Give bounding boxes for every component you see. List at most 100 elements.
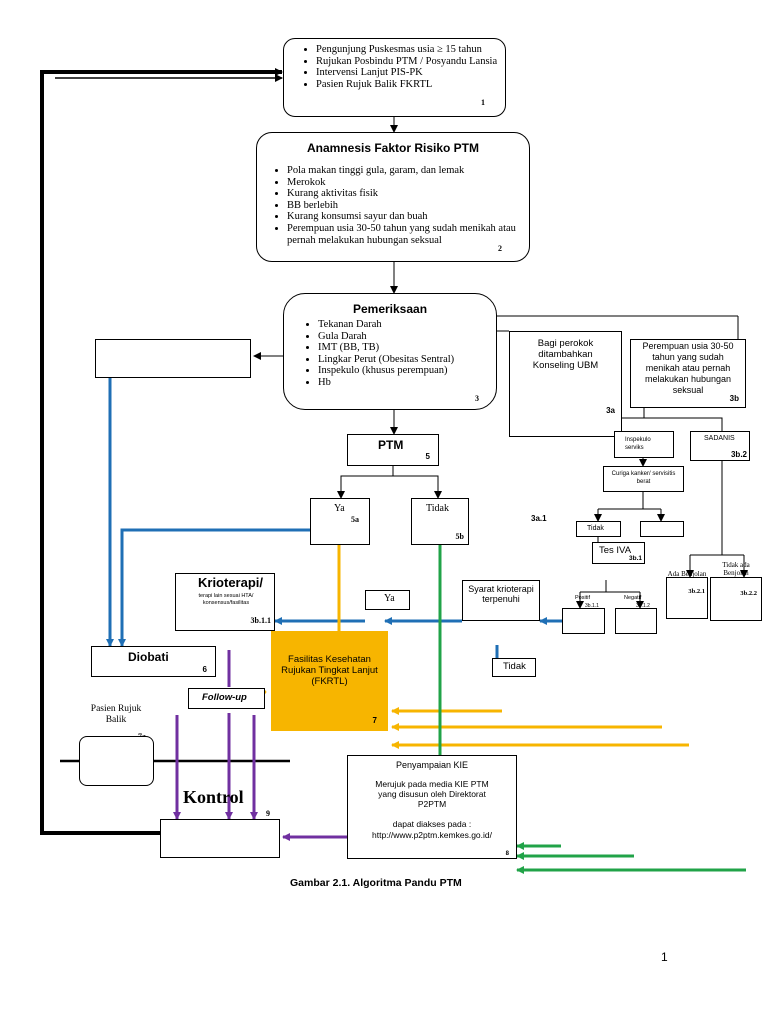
diobati-label: Diobati: [128, 650, 169, 664]
kie-access-label: dapat diakses pada :: [392, 819, 472, 829]
list-item: Pasien Rujuk Balik FKRTL: [316, 79, 505, 91]
list-item: Pengunjung Puskesmas usia ≥ 15 tahun: [316, 44, 505, 56]
kontrol-title: Kontrol: [183, 787, 244, 807]
ptm-no-label: Tidak: [426, 503, 449, 514]
green-arrows: [436, 545, 746, 874]
box-iva-positive: Positif 3b.1.1: [562, 595, 605, 634]
list-item: Hb: [318, 377, 496, 389]
list-item: Intervensi Lanjut PIS-PK: [316, 67, 505, 79]
step-number: 9: [266, 809, 270, 818]
step-number: 5: [425, 452, 430, 461]
tes-iva-label: Tes IVA: [599, 545, 632, 556]
label-3a1: 3a.1: [531, 514, 547, 523]
box-fkrtl: Fasilitas Kesehatan Rujukan Tingkat Lanj…: [271, 631, 388, 731]
krioterapi-subtitle: terapi lain sesuai HTA/ konsensus/fasili…: [198, 593, 254, 606]
examination-title: Pemeriksaan: [352, 302, 428, 316]
step-number: 8: [505, 851, 509, 857]
list-item: Gula Darah: [318, 331, 496, 343]
blue-arrows: [106, 378, 562, 666]
kie-url: http://www.p2ptm.kemkes.go.id/: [372, 830, 492, 840]
curiga-text: Curiga kanker/ servisitis berat: [611, 471, 676, 485]
smoker-counseling-text: Bagi perokok ditambahkan Konseling UBM: [532, 338, 599, 371]
iva-negative-label: Negatif: [624, 595, 642, 601]
list-item: Kurang konsumsi sayur dan buah: [287, 211, 521, 223]
step-number: 6: [202, 665, 207, 674]
examination-list: Tekanan Darah Gula Darah IMT (BB, TB) Li…: [284, 319, 496, 389]
list-item: Kurang aktivitas fisik: [287, 188, 521, 200]
step-number: 3b.1.1: [585, 603, 599, 609]
kie-title: Penyampaian KIE: [395, 760, 469, 770]
step-number: 7: [372, 716, 377, 725]
box-syarat-krioterapi: Syarat krioterapi terpenuhi: [462, 580, 540, 621]
box-kie: Penyampaian KIE Merujuk pada media KIE P…: [347, 755, 517, 859]
list-item: Rujukan Posbindu PTM / Posyandu Lansia: [316, 56, 505, 68]
box-tidak-ada-benjolan: Tidak ada Benjolan 3b.2.2: [710, 561, 762, 621]
ada-benjolan-text: Ada Benjolan: [667, 570, 707, 578]
tidak-ada-benjolan-text: Tidak ada Benjolan: [722, 561, 750, 577]
step-number: 3a: [606, 406, 615, 415]
ptm-yes-label: Ya: [334, 503, 345, 514]
box-curiga-kanker: Curiga kanker/ servisitis berat: [603, 466, 684, 492]
step-number: 5a: [351, 515, 359, 524]
list-item: Inspekulo (khusus perempuan): [318, 365, 496, 377]
list-item: Tekanan Darah: [318, 319, 496, 331]
step-number: 3b.1: [628, 555, 642, 562]
box-krioterapi: Krioterapi/ terapi lain sesuai HTA/ kons…: [175, 573, 275, 631]
list-item: IMT (BB, TB): [318, 342, 496, 354]
page-number: 1: [661, 950, 668, 964]
step-number: 3b.1.1: [250, 616, 271, 625]
step-number: 2: [498, 244, 502, 253]
ptm-title: PTM: [378, 438, 404, 452]
empty-box-result: [95, 339, 251, 378]
box-anamnesis: Anamnesis Faktor Risiko PTM Pola makan t…: [256, 132, 530, 262]
box-smoker-counseling: Bagi perokok ditambahkan Konseling UBM 3…: [509, 331, 622, 437]
step-number: 3b: [729, 394, 739, 403]
anamnesis-title: Anamnesis Faktor Risiko PTM: [306, 141, 480, 155]
curiga-no-label: Tidak: [587, 525, 604, 532]
list-item: BB berlebih: [287, 200, 521, 212]
women-30-50-text: Perempuan usia 30-50 tahun yang sudah me…: [642, 341, 734, 395]
box-examination: Pemeriksaan Tekanan Darah Gula Darah IMT…: [283, 293, 497, 410]
list-item: Pola makan tinggi gula, garam, dan lemak: [287, 165, 521, 177]
box-diobati: Diobati 6: [91, 646, 216, 677]
box-inspekulo-serviks: Inspekulo serviks: [614, 431, 674, 458]
box-ptm: PTM 5: [347, 434, 439, 466]
syarat-yes-label: Ya: [384, 593, 395, 604]
step-number: 3b.2.2: [740, 590, 757, 597]
iva-positive-label: Positif: [575, 595, 590, 601]
risk-factor-list: Pola makan tinggi gula, garam, dan lemak…: [257, 165, 529, 246]
entry-sources-list: Pengunjung Puskesmas usia ≥ 15 tahun Ruj…: [284, 44, 505, 90]
curiga-yes-label: Ya: [655, 525, 664, 532]
purple-arrows: [173, 650, 347, 841]
box-curiga-no: Tidak: [576, 521, 621, 537]
step-number: 3b.2: [730, 450, 747, 459]
syarat-krioterapi-text: Syarat krioterapi terpenuhi: [468, 584, 534, 604]
box-iva-negative: Negatif 3b.1.2: [615, 595, 657, 634]
kie-body: Merujuk pada media KIE PTM yang disusun …: [375, 779, 489, 809]
krioterapi-title: Krioterapi/: [198, 575, 264, 590]
follow-up-label: Follow-up: [202, 692, 247, 703]
box-ptm-yes: Ya 5a: [310, 498, 370, 545]
box-sadanis: SADANIS 3b.2: [690, 431, 750, 461]
step-number: 1: [481, 98, 485, 107]
box-syarat-no: Tidak: [492, 658, 536, 677]
fkrtl-text: Fasilitas Kesehatan Rujukan Tingkat Lanj…: [281, 654, 378, 687]
syarat-no-label: Tidak: [503, 661, 526, 672]
list-item: Merokok: [287, 177, 521, 189]
list-item: Perempuan usia 30-50 tahun yang sudah me…: [287, 223, 521, 246]
box-entry-sources: Pengunjung Puskesmas usia ≥ 15 tahun Ruj…: [283, 38, 506, 117]
box-follow-up: Follow-up: [188, 688, 265, 709]
box-curiga-yes: Ya: [640, 521, 684, 537]
pasien-rujuk-balik-label: Pasien Rujuk Balik: [90, 704, 142, 725]
step-number: 3b.1.2: [636, 603, 650, 609]
box-pasien-rujuk-balik: [79, 736, 154, 786]
sadanis-text: SADANIS: [704, 435, 735, 442]
inspekulo-text: Inspekulo serviks: [625, 437, 651, 451]
box-tes-iva: Tes IVA 3b.1: [592, 542, 645, 564]
box-ada-benjolan: Ada Benjolan 3b.2.1: [666, 570, 708, 619]
step-number: 5b: [455, 532, 464, 541]
box-kontrol: [160, 819, 280, 858]
box-women-30-50: Perempuan usia 30-50 tahun yang sudah me…: [630, 339, 746, 408]
step-number: 3: [475, 394, 479, 403]
